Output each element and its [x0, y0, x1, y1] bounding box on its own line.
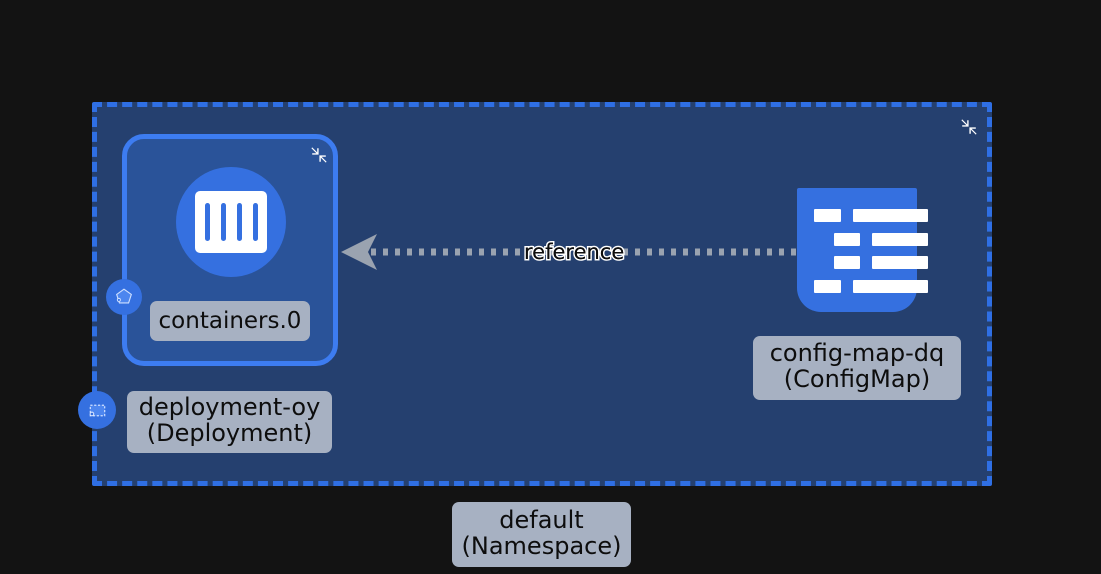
dashed-rect-icon[interactable] — [78, 391, 116, 429]
configmap-icon-row-marker — [834, 233, 860, 246]
configmap-icon-row-bar — [853, 280, 928, 293]
containers-node-label[interactable]: containers.0 — [150, 301, 310, 341]
container-icon-bar — [252, 203, 258, 241]
configmap-icon-row-bar — [872, 256, 928, 269]
configmap-icon-row-marker — [814, 209, 841, 222]
deployment-node-label[interactable]: deployment-oy (Deployment) — [127, 391, 332, 453]
configmap-icon-row-bar — [872, 233, 928, 246]
configmap-icon-row-marker — [834, 256, 860, 269]
configmap-icon-row-bar — [853, 209, 928, 222]
container-icon-body — [195, 191, 267, 253]
configmap-list-icon — [797, 188, 928, 312]
reference-edge-label-halo: reference — [522, 239, 625, 266]
container-icon-bar — [204, 203, 210, 241]
collapse-icon[interactable] — [310, 146, 328, 164]
container-icon — [176, 167, 286, 277]
pentagon-icon[interactable] — [106, 279, 142, 315]
configmap-node-label[interactable]: config-map-dq (ConfigMap) — [753, 336, 961, 400]
container-icon-bar — [236, 203, 242, 241]
namespace-label[interactable]: default (Namespace) — [452, 502, 631, 567]
reference-edge-label: reference — [524, 240, 625, 264]
container-icon-bar — [220, 203, 226, 241]
configmap-icon-row-marker — [814, 280, 841, 293]
collapse-icon[interactable] — [960, 118, 978, 136]
